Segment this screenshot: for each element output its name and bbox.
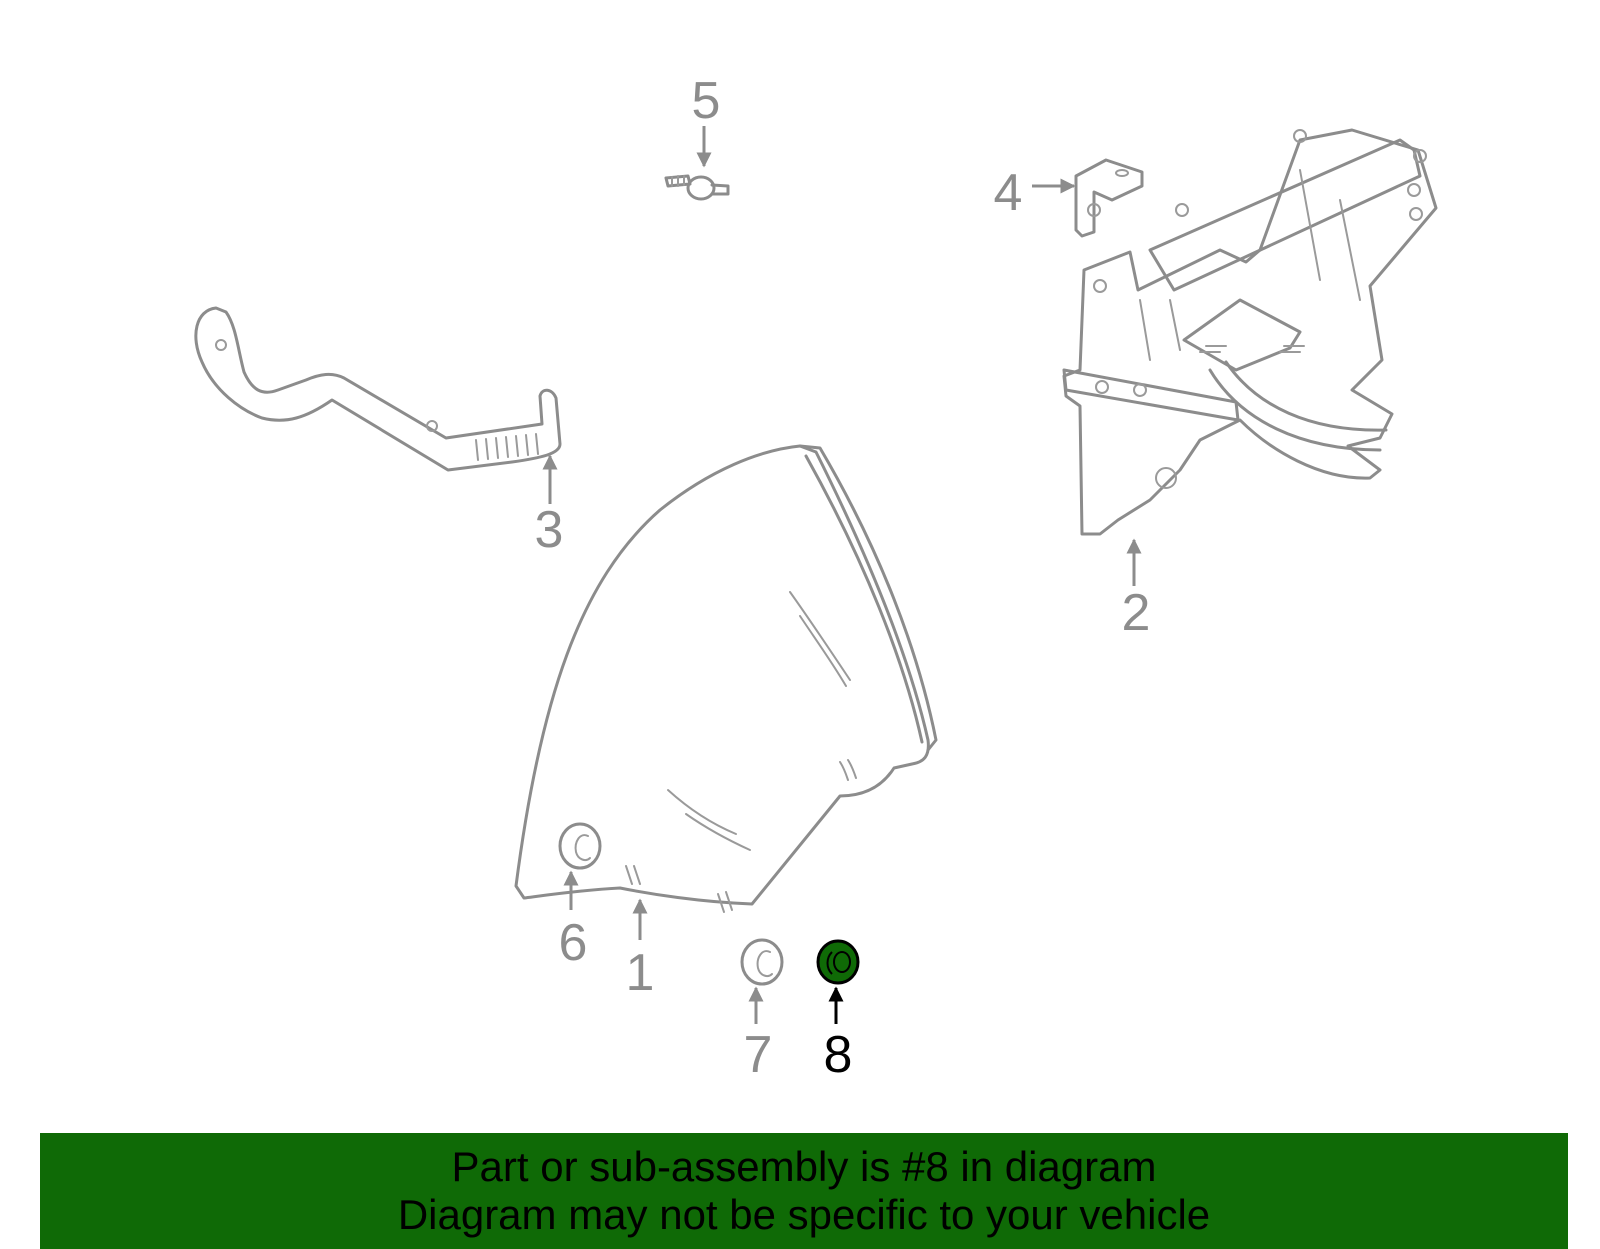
leader-lines [542, 126, 1142, 1024]
callout-labels: 5 4 3 2 6 1 7 8 [535, 72, 1151, 1084]
part-1-glass[interactable] [514, 444, 938, 913]
parts-diagram: 5 4 3 2 6 1 7 8 [194, 72, 1438, 1084]
part-2-regulator[interactable] [1062, 128, 1438, 536]
part-6-bushing[interactable] [558, 822, 602, 870]
part-4-bracket[interactable] [1074, 158, 1144, 238]
part-3-bracket[interactable] [194, 306, 562, 472]
info-banner: Part or sub-assembly is #8 in diagram Di… [40, 1133, 1568, 1249]
callout-3: 3 [535, 501, 564, 559]
callout-2: 2 [1122, 584, 1151, 642]
callout-7: 7 [744, 1026, 773, 1084]
banner-line-1: Part or sub-assembly is #8 in diagram [451, 1143, 1157, 1190]
part-8-grommet[interactable] [816, 939, 860, 985]
part-7-bushing[interactable] [740, 938, 784, 986]
callout-1: 1 [626, 944, 655, 1002]
callout-5: 5 [692, 72, 721, 130]
callout-8: 8 [824, 1026, 853, 1084]
part-5-stud[interactable] [664, 174, 730, 201]
callout-6: 6 [559, 914, 588, 972]
callout-4: 4 [994, 164, 1023, 222]
banner-line-2: Diagram may not be specific to your vehi… [397, 1191, 1211, 1238]
